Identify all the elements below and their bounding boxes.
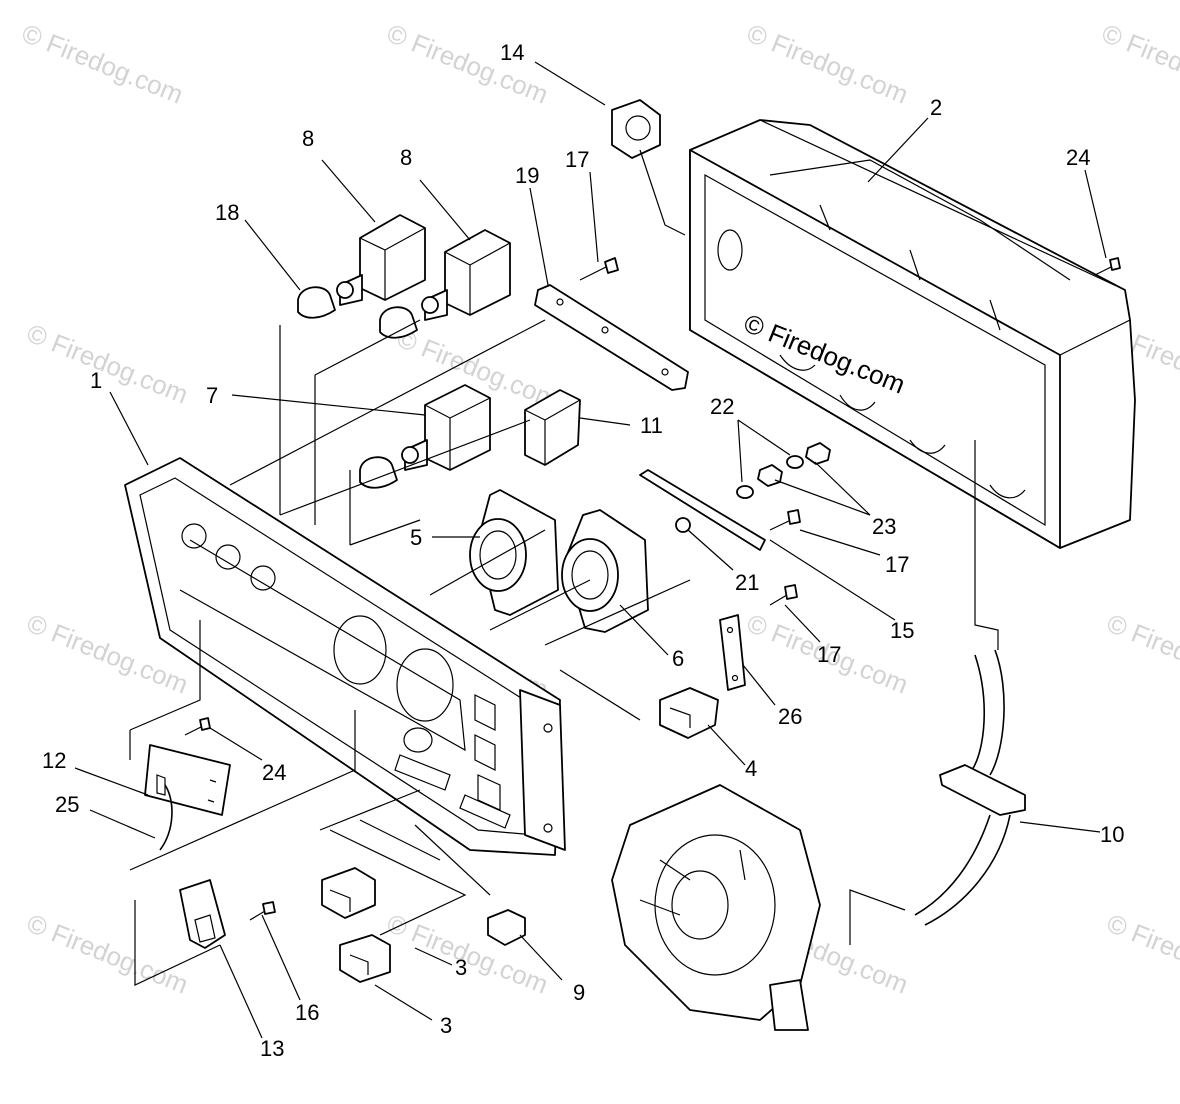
front-panel-part-1 [124,457,566,856]
assembly-lines [129,149,999,986]
watermark: © Firedog.com [1103,908,1180,1000]
rocker-switch-part-3b [339,934,391,983]
wire-part-25 [159,784,173,851]
indicator-lamp-part-18 [297,286,336,319]
callout-19: 19 [515,163,539,188]
watermark: © Firedog.com [18,18,188,110]
watermark: © Firedog.com [743,18,913,110]
callouts: 1 2 3 3 4 5 6 7 8 8 9 10 11 12 13 14 15 … [42,40,1124,1061]
callout-2: 2 [930,95,942,120]
breaker-switch-part-8b [421,229,511,321]
plug-part-4 [659,687,719,739]
watermark: © Firedog.com [1098,18,1180,110]
switch-part-9 [487,909,526,946]
bracket-part-19 [534,284,689,391]
callout-22: 22 [710,394,734,419]
callout-8: 8 [400,145,412,170]
screw-part-17 [579,257,801,606]
outlet-part-5 [469,489,559,616]
callout-4: 4 [745,756,757,781]
callout-1: 1 [90,368,102,393]
callout-26: 26 [778,704,802,729]
watermark: © Firedog.com [1103,608,1180,700]
watermark: © Firedog.com [383,18,553,110]
callout-9: 9 [573,980,585,1005]
callout-6: 6 [672,646,684,671]
callout-3: 3 [440,1013,452,1038]
callout-15: 15 [890,618,914,643]
callout-7: 7 [206,383,218,408]
rocker-switch-part-3a [321,867,376,919]
strip-part-15 [639,469,766,551]
callout-17: 17 [817,642,841,667]
callout-14: 14 [500,40,524,65]
callout-3: 3 [455,955,467,980]
leader-lines [74,61,1107,1039]
callout-17: 17 [565,147,589,172]
cable-part-10 [914,649,1026,926]
block-part-11 [524,389,581,466]
latch-part-13 [179,879,226,949]
housing-box-part-2 [689,119,1136,549]
watermark: © Firedog.com [23,318,193,410]
grommet-part-14 [611,99,661,159]
callout-12: 12 [42,748,66,773]
breaker-switch-part-7 [401,384,491,471]
indicator-lamp [359,306,418,489]
alternator-housing [611,784,821,1031]
callout-24: 24 [1066,145,1090,170]
callout-23: 23 [872,514,896,539]
callout-25: 25 [55,792,79,817]
outlet-part-6 [561,509,649,633]
callout-24: 24 [262,760,286,785]
board-part-12 [144,744,231,816]
callout-13: 13 [260,1036,284,1061]
washers-nuts-parts-22-23 [736,442,831,499]
callout-16: 16 [295,1000,319,1025]
callout-11: 11 [640,413,663,438]
screw-part-16 [249,901,276,921]
plate-part-26 [719,614,746,691]
breaker-switch-part-8a [336,214,426,306]
callout-17: 17 [885,552,909,577]
watermark: © Firedog.com [23,908,193,1000]
callout-10: 10 [1100,822,1124,847]
callout-5: 5 [410,525,422,550]
callout-8: 8 [302,126,314,151]
callout-21: 21 [735,570,759,595]
screw-part-21 [675,517,691,533]
callout-18: 18 [215,200,239,225]
